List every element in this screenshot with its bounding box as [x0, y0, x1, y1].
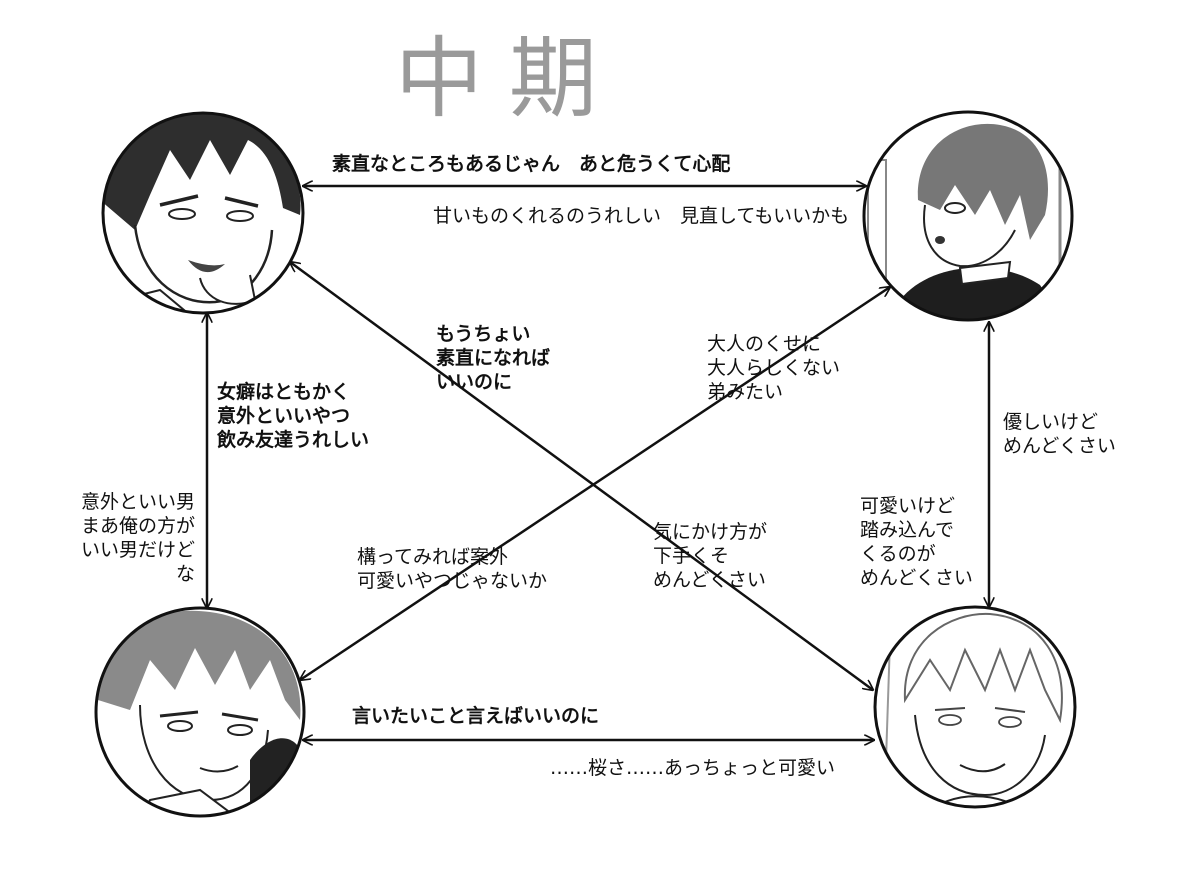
label-tr-to-br: 優しいけど めんどくさい — [1003, 410, 1116, 458]
label-bl-to-tr: 構ってみれば案外 可愛いやつじゃないか — [357, 545, 547, 593]
label-bl-to-br: 言いたいこと言えばいいのに — [352, 704, 599, 728]
label-tl-to-tr: 素直なところもあるじゃん あと危うくて心配 — [332, 152, 730, 176]
arrow-diagonal-tl-br — [290, 262, 873, 690]
label-br-to-tl: 気にかけ方が 下手くそ めんどくさい — [653, 520, 767, 592]
portrait-bottom-right — [875, 607, 1075, 815]
diagram-title: 中期 — [395, 8, 623, 135]
label-bl-to-tl: 意外といい男 まあ俺の方が いい男だけどな — [70, 490, 195, 586]
label-tl-to-br: もうちょい 素直になれば いいのに — [436, 322, 550, 394]
label-tr-to-bl: 大人のくせに 大人らしくない 弟みたい — [707, 332, 840, 404]
label-br-to-bl: ……桜さ……あっちょっと可愛い — [550, 756, 835, 780]
portrait-top-left — [100, 102, 303, 315]
label-tl-to-bl: 女癖はともかく 意外といいやつ 飲み友達うれしい — [217, 380, 369, 452]
portrait-bottom-left — [96, 608, 305, 820]
label-br-to-tr: 可愛いけど 踏み込んで くるのが めんどくさい — [860, 494, 973, 590]
label-tr-to-tl: 甘いものくれるのうれしい 見直してもいいかも — [433, 204, 849, 228]
portrait-top-right — [864, 112, 1072, 330]
